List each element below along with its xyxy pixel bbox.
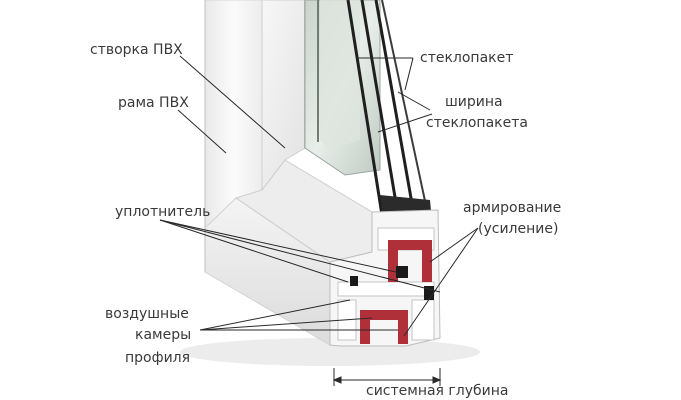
leader-lines xyxy=(159,55,479,337)
leader-seal-1 xyxy=(159,219,349,283)
label-reinforcement-1: армирование xyxy=(463,200,562,216)
leader-glass-width-b xyxy=(377,113,433,133)
label-frame: рама ПВХ xyxy=(118,95,189,111)
leader-air-1 xyxy=(199,299,351,331)
pane-2 xyxy=(360,0,400,216)
label-glass-width-1: ширина xyxy=(445,94,503,110)
leader-frame xyxy=(177,109,227,154)
label-air-3: профиля xyxy=(125,350,191,366)
label-glass-unit: стеклопакет xyxy=(420,50,514,66)
leader-seal-3 xyxy=(159,219,441,293)
label-air-1: воздушные xyxy=(105,306,189,322)
leader-sash xyxy=(179,55,286,149)
leader-reinforcement-1 xyxy=(429,227,479,263)
depth-dimension xyxy=(332,368,442,386)
leader-air-2 xyxy=(199,317,373,331)
rubber-seals xyxy=(350,266,434,300)
leader-glass-width-a xyxy=(397,91,431,111)
pane-1 xyxy=(346,0,384,216)
leader-seal-2 xyxy=(159,219,397,273)
label-depth: системная глубина xyxy=(366,383,509,399)
label-air-2: камеры xyxy=(135,327,192,343)
pvc-frame xyxy=(204,0,331,346)
label-sash: створка ПВХ xyxy=(90,42,183,58)
pane-3 xyxy=(374,0,416,216)
label-seal: уплотнитель xyxy=(115,204,211,220)
label-glass-width-2: стеклопакета xyxy=(426,115,528,131)
label-reinforcement-2: (усиление) xyxy=(478,221,559,237)
pvc-sash xyxy=(234,0,373,263)
leader-reinforcement-2 xyxy=(403,227,479,337)
